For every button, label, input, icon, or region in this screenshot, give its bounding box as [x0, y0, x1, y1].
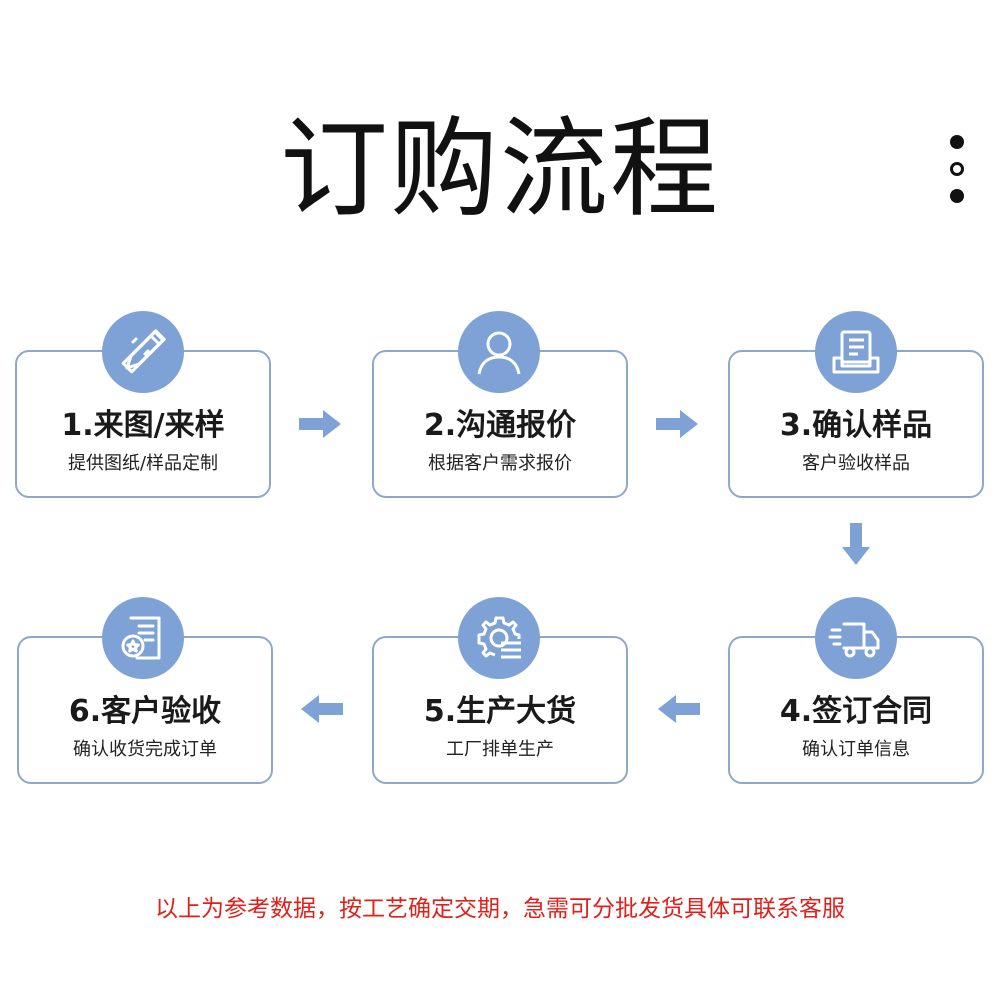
step-subtitle: 根据客户需求报价 — [428, 453, 572, 474]
page-title: 订购流程 — [279, 107, 720, 232]
step-title: 3.确认样品 — [779, 408, 933, 443]
arrow-down-icon — [842, 523, 870, 565]
user-icon — [458, 311, 540, 393]
step-subtitle: 提供图纸/样品定制 — [67, 453, 219, 474]
step-title: 2.沟通报价 — [423, 408, 577, 443]
dot-icon — [950, 189, 964, 203]
arrow-right-icon — [656, 410, 698, 438]
step-subtitle: 客户验收样品 — [802, 453, 910, 474]
step-title: 4.签订合同 — [779, 694, 933, 729]
document-tray-icon — [815, 311, 897, 393]
arrow-right-icon — [299, 410, 341, 438]
more-options-icon[interactable] — [945, 133, 969, 207]
certificate-icon — [102, 597, 184, 679]
delivery-truck-icon — [815, 597, 897, 679]
step-title: 5.生产大货 — [423, 694, 577, 729]
step-subtitle: 确认订单信息 — [802, 739, 910, 760]
pencil-ruler-icon — [102, 311, 184, 393]
arrow-left-icon — [301, 695, 343, 723]
step-title: 6.客户验收 — [68, 694, 222, 729]
arrow-left-icon — [658, 695, 700, 723]
footer-note: 以上为参考数据，按工艺确定交期，急需可分批发货具体可联系客服 — [155, 896, 845, 922]
step-subtitle: 工厂排单生产 — [446, 739, 554, 760]
step-title: 1.来图/来样 — [61, 408, 225, 443]
gear-icon — [458, 597, 540, 679]
step-subtitle: 确认收货完成订单 — [73, 739, 217, 760]
dot-icon — [950, 135, 964, 149]
dot-icon — [950, 162, 964, 176]
